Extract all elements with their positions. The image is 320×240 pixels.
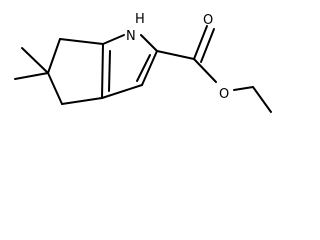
bond-pyrrole-c-c-inner bbox=[136, 54, 151, 82]
bond-pyrrole-c-c bbox=[141, 50, 158, 86]
bond-methyl-1 bbox=[21, 47, 49, 74]
bond-cyclopentane-4 bbox=[61, 97, 103, 105]
bond-cyclopentane-1 bbox=[59, 38, 104, 45]
bond-fused-inner bbox=[108, 50, 111, 92]
atom-label-hydrogen: H bbox=[135, 12, 145, 27]
bond-methyl-2 bbox=[14, 72, 49, 80]
atom-label-nitrogen: N bbox=[126, 29, 136, 44]
atom-label-ester-oxygen: O bbox=[219, 87, 229, 102]
atom-label-carbonyl-oxygen: O bbox=[203, 13, 213, 28]
bond-pyrrole-c-n bbox=[102, 34, 125, 45]
bond-fused bbox=[101, 43, 104, 99]
bond-ester-o-ch2 bbox=[233, 86, 254, 91]
chemical-structure: N H O O bbox=[14, 12, 272, 113]
bond-ring-carbonyl bbox=[156, 50, 195, 60]
bond-pyrrole-c-cfused bbox=[101, 84, 143, 99]
bond-carbonyl-ester-o bbox=[193, 58, 217, 83]
bond-cyclopentane-2 bbox=[47, 38, 61, 74]
bond-carbonyl-double-2 bbox=[200, 28, 215, 63]
bond-cyclopentane-3 bbox=[47, 72, 63, 105]
bond-ethyl bbox=[252, 86, 272, 113]
bond-carbonyl-double-1 bbox=[193, 25, 208, 60]
bond-pyrrole-n-c bbox=[140, 34, 158, 52]
